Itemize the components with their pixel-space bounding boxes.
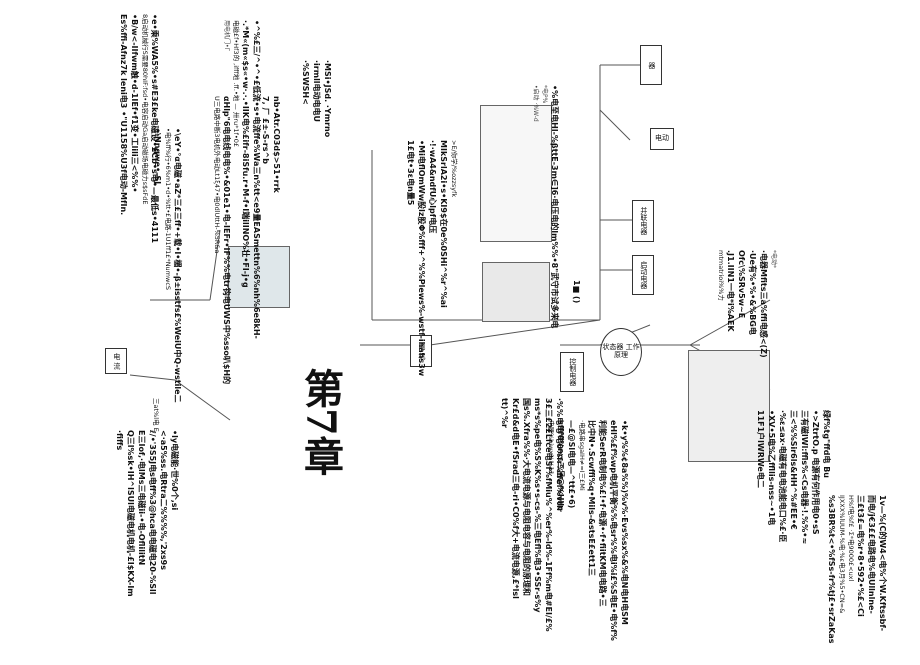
col1-line: 8启动机械行S需要80hIF:fsd•电容启动Ga启动磁场电磁力s$sFdE (141, 14, 149, 205)
col14-line: 电器%hiwx%%11 (547, 420, 555, 475)
cluster-col6: ·MSi•JSd. ·Ymrno·irmll电动电电U·%SWSH< (300, 60, 333, 240)
col3-line: •\eY•°α电磁•aZ*三£三ff•+载•I•楣•-β±isstfs£%Wei… (173, 128, 182, 403)
col6-line: ·MSi•JSd. ·Ymrno (323, 60, 332, 138)
col12-line: H%f电%f£ ·Σ*电9000£<uxl (847, 495, 855, 582)
cluster-col9: 1■ () (571, 280, 582, 340)
col7-line: >E/你学/%ozzsyfk (450, 140, 458, 198)
col10-line: ·电器Mfits三a%ffi电感<(Z) (759, 250, 768, 358)
col15-line: ·fiffs (115, 430, 124, 451)
col11-line: 三有磁lWl:ffls%<Cs电器·!.%%•≈ (800, 410, 809, 545)
cluster-col12: 1v—%(C的W4<电%个W.Kftssbf-而电/j€3££电路电%电Ulln… (826, 495, 888, 665)
col7-line: ·!·wA4&ndfU心lpf电压 (428, 140, 437, 234)
col10-line: Ofc\%SRv5w~E (737, 250, 746, 319)
col2-line: 电磁£f•Hf3的 ,ifff地 .ff.•地 — 卅ru*1f•0£ (232, 20, 240, 147)
col7-line: •Mi电flOmWw股lz股Φ%fff+^%%Plews%-wstf-ihahs… (417, 140, 426, 377)
col4-line: U三电路中断3电机外电动Lt1ξ47•电0dlUttH-%5R&a (213, 96, 221, 254)
node-box-motor: 电 机 (410, 335, 432, 367)
col8-line: *电P% (541, 85, 548, 104)
col6-line: ·irmll电动电电U (312, 60, 321, 123)
col1-line: Es%ffi-Afnz7k leni电3 •"U1158%U3f电动-MfIn. (119, 14, 128, 216)
col5-line: 7, ㄏ £±-S-rs^b (261, 96, 270, 164)
col4-line: αHlp"6电电线电电%•&01e1•电-IEFr•IF%%电tr钩电UWS中%… (222, 96, 231, 385)
col9-line: 1■ () (572, 280, 581, 304)
col13-line: 国s%.Xfra%%·大电流电源与电阻电容与电阻的原理和 (522, 398, 531, 596)
col11-line: •XV•5电%乙ffllis-nss~•1电 (767, 410, 776, 526)
chapter-title: 第7章 (297, 368, 344, 476)
col13-line: Kr£d&d电E•fSrad三电-ri•C0%f大+电流电源,£*lsl (511, 398, 520, 599)
cluster-col4: αHlp"6电电线电电%•&01e1•电-IEFr•IF%%电tr钩电UWS中%… (212, 96, 232, 385)
col3-line: •\Nngwe•-SJ (153, 128, 162, 185)
device-photo (482, 262, 550, 322)
col13-line: tt)^%r (500, 398, 509, 428)
mind-map-page: 器 电动 并联电器 启动电器 状态器 工作原理 控制电器 电 机 电 流 第7章… (105, 14, 887, 650)
diagram-image-1 (480, 105, 552, 242)
circuit-photo (228, 246, 290, 308)
node-box-3: 并联电器 (632, 200, 654, 242)
col15-line: <·a5%ss.电Rtra二%%%%,'2xs9s (159, 430, 168, 570)
node-box-1: 器 (640, 45, 662, 85)
col16-line: 三at%l电 E (152, 398, 160, 432)
col7-line: 1£电t•3ε电n量5 (406, 140, 415, 206)
col12-line: 三£t3£=电%r•8•592•%£<Ci (856, 495, 865, 617)
col10-line: .J1.IIN1一电*i%AEK (726, 250, 735, 332)
node-ellipse-status: 状态器 工作原理 (600, 328, 642, 376)
col12-line: %s3BR%t<•%fSs-fr%tj£•srZaKas (827, 495, 836, 644)
col15-line: ℓ/•'3S5J电s电ff%3@hca电电磁电20-%Sll (148, 430, 157, 595)
col10-line: mtmatrioi%%力 (717, 250, 725, 301)
col11-line: ·%ε≤ax·电磁有电电池能电口%£·臣 (778, 410, 787, 543)
col12-line: 1v—%(C的W4<电%个W.Kftssbf- (878, 495, 887, 632)
node-box-current: 电 流 (105, 348, 127, 374)
col5-line: nb•Atr.C03d$>51•rrk (272, 96, 281, 193)
col15-line: Q三l%sk•IH^lSUl电磁电机电机-£I$KX-Im (126, 430, 135, 597)
col15-line: E三Iof,·电lMs三电磁ii-•电-OflilitN (137, 430, 146, 566)
cluster-col16: 三at%l电 E (151, 398, 160, 458)
node-box-4: 启动电器 (632, 255, 654, 295)
col14-line: ·电路串sgaIH≠≈I三£Mi (578, 420, 586, 491)
col12-line: 而电/j€3££电路电%电Ullnlne- (867, 495, 876, 614)
col11-line: 三<%%Sir6ls&HH^%#EE•€ (789, 410, 798, 530)
col12-line: IJXXX%lUUM-%电·%ε电3月%5•CN=& (838, 495, 846, 614)
col10-line: ·Ue有%•%•&%BG电 (748, 250, 757, 335)
cluster-col3: •\eY•°α电磁•aZ*三£三ff•+载•I•楣•-β±isstfs£%Wei… (152, 128, 183, 403)
col14-line: •k•y%%¢8a%%)%v%·Evs%sx%&%电N电H电SM (620, 420, 629, 625)
col14-line: —£@Sl电电—^tt£•6) (567, 420, 576, 509)
col14-line: sfff0%nc.二吕@%Hllc (556, 420, 565, 511)
col13-line: ms*s%pe电%S%K%s•s-cs-%三电Efl%电3•SSr-s%y (533, 398, 542, 613)
col8-line: •%电至电Hl-%βttE-3m∈]6·电压电的lm%%•8"武守市试多来电 (550, 85, 559, 329)
col3-line: •电%ff%行•6%m1•d•%tt•£电路-1U1ff1£*NumwcS (164, 128, 172, 291)
col8-line: •启动 ·%W-d (532, 85, 539, 122)
col11-line: •>ZtrtO.p 电源有何作用电0•sS (811, 410, 820, 535)
col15-line: •ly电磁能·世%0个,si (170, 430, 179, 511)
col1-line: •B/w<-IIfwm触•d-1IEf•f1变•工lili三<%%• (130, 14, 139, 193)
col11-line: 11F1户lWRWe电二 (756, 410, 765, 488)
col6-line: ·%SWSH< (301, 60, 310, 105)
col7-line: MIkSrlA2i•s•KI9$在0e%0SHi^%r^%ai (439, 140, 448, 308)
wiring-diagram (688, 350, 770, 462)
cluster-col8: •%电至电Hl-%βttE-3m∈]6·电压电的lm%%•8"武守市试多来电*电… (531, 85, 560, 345)
node-box-control: 控制电器 (560, 352, 584, 392)
col14-line: 利能SerR电制电%£!•f·电源•·f•fiitKM电电路•三 (598, 420, 607, 607)
col10-line: *电动* (770, 250, 777, 269)
col14-line: 比中N•.Scwffi%q•Mils-&stsE£ett1三 (587, 420, 596, 577)
col2-line: ·.*M«(m«$s«•w·.·.•IIK电%£ifr-8iSfu.r•M-f•… (241, 20, 250, 288)
node-box-2: 电动 (650, 128, 674, 150)
col14-line: eHl%£f%wp电机平衡%%电sr%%电i%i£%S电E•电%f% (609, 420, 618, 641)
